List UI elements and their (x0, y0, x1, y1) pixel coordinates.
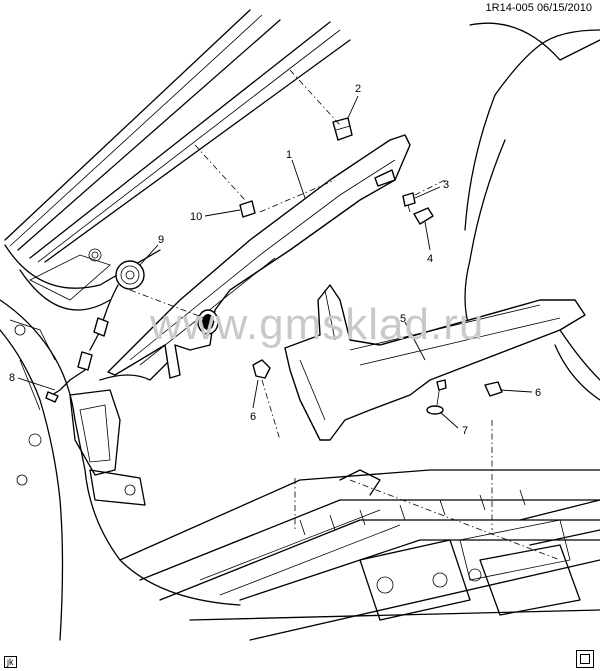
diagram-code: 1R14-005 (485, 2, 534, 14)
part-10-clip (239, 200, 256, 218)
part-2-clip (332, 117, 353, 141)
diagram-header: 1R14-005 06/15/2010 (486, 2, 592, 14)
part-5-sill-garnish (284, 284, 586, 441)
part-1-windshield-pillar-garnish (107, 134, 411, 379)
callout-2: 2 (355, 83, 361, 95)
part-9-speaker (77, 260, 145, 371)
callout-3: 3 (443, 179, 449, 191)
callout-6b: 6 (535, 387, 541, 399)
callout-8: 8 (9, 372, 15, 384)
watermark: www.gmsklad.ru (150, 300, 485, 349)
part-7-grommet (426, 379, 447, 415)
assembly-guides (129, 69, 446, 441)
part-6b-clip (484, 381, 503, 397)
callout-9: 9 (158, 234, 164, 246)
part-6a-clip (252, 359, 271, 379)
part-3-screw (402, 192, 416, 213)
publisher-logo-icon (576, 650, 594, 668)
callout-10: 10 (190, 211, 202, 223)
callout-7: 7 (462, 425, 468, 437)
part-4-clip (413, 207, 434, 225)
callout-1: 1 (286, 149, 292, 161)
callout-5: 5 (400, 313, 406, 325)
diagram-date: 06/15/2010 (536, 2, 592, 14)
callouts: 1 2 3 4 5 6 6 7 8 9 10 (9, 83, 541, 437)
callout-4: 4 (427, 253, 433, 265)
part-8-wire (45, 369, 86, 403)
callout-6a: 6 (250, 411, 256, 423)
corner-tag: jk (4, 656, 17, 668)
leader-lines (17, 95, 533, 429)
body-structure (0, 9, 600, 641)
